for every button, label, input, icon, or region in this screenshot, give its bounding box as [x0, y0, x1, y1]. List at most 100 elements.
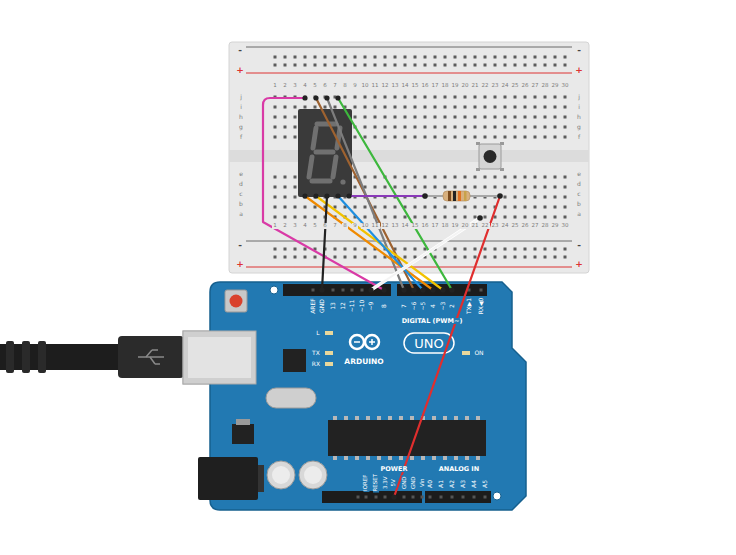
row-letter: f	[577, 134, 581, 140]
row-letter: c	[576, 191, 581, 197]
pin-label: 12	[340, 301, 346, 311]
column-number: 16	[421, 223, 430, 229]
column-number: 23	[491, 223, 500, 229]
column-number: 24	[501, 223, 510, 229]
column-number: 15	[411, 223, 420, 229]
board-label: DIGITAL (PWM~)	[401, 318, 464, 325]
pin-label: 3.3V	[382, 476, 388, 491]
column-number: 4	[302, 83, 308, 89]
pin-label: GND	[319, 298, 325, 314]
column-number: 21	[471, 223, 480, 229]
pin-label: 4	[430, 303, 436, 309]
row-letter: i	[239, 104, 243, 110]
column-number: 9	[352, 83, 358, 89]
rail-sign: -	[576, 241, 582, 250]
column-number: 18	[441, 83, 450, 89]
row-letter: f	[239, 134, 243, 140]
column-number: 28	[541, 83, 550, 89]
column-number: 23	[491, 83, 500, 89]
pin-label: A1	[438, 479, 444, 489]
column-number: 28	[541, 223, 550, 229]
column-number: 3	[292, 83, 298, 89]
row-letter: h	[238, 114, 244, 120]
rail-sign: +	[574, 260, 584, 269]
column-number: 18	[441, 223, 450, 229]
column-number: 4	[302, 223, 308, 229]
row-letter: i	[577, 104, 581, 110]
row-letter: d	[238, 181, 244, 187]
pin-label: 7	[401, 303, 407, 309]
row-letter: b	[576, 201, 582, 207]
pin-label: A4	[471, 479, 477, 489]
column-number: 30	[561, 223, 570, 229]
column-number: 30	[561, 83, 570, 89]
column-number: 5	[312, 223, 318, 229]
board-label: RX	[311, 361, 321, 367]
column-number: 13	[391, 83, 400, 89]
pin-label: ~5	[420, 301, 426, 312]
row-letter: d	[576, 181, 582, 187]
column-number: 7	[332, 83, 338, 89]
board-label: ARDUINO	[343, 358, 384, 366]
column-number: 14	[401, 223, 410, 229]
row-letter: c	[238, 191, 243, 197]
rail-sign: +	[574, 66, 584, 75]
pin-label: IOREF	[363, 474, 369, 492]
pin-label: Vin	[419, 478, 425, 489]
column-number: 7	[332, 223, 338, 229]
pin-label: GND	[410, 476, 416, 491]
pin-label: TX▶1	[466, 297, 472, 315]
column-number: 20	[461, 83, 470, 89]
pin-label: 2	[449, 303, 455, 309]
column-number: 17	[431, 223, 440, 229]
column-number: 2	[282, 223, 288, 229]
row-letter: e	[238, 171, 244, 177]
pin-label: A2	[449, 479, 455, 489]
column-number: 22	[481, 83, 490, 89]
board-label: L	[315, 330, 320, 336]
row-letter: h	[576, 114, 582, 120]
column-number: 25	[511, 223, 520, 229]
pin-label: 5V	[391, 478, 397, 487]
column-number: 12	[381, 83, 390, 89]
row-letter: g	[576, 124, 582, 130]
pin-label: 8	[381, 303, 387, 309]
pin-label: ~6	[411, 301, 417, 312]
column-number: 29	[551, 223, 560, 229]
pin-label: A0	[427, 479, 433, 489]
pin-label: GND	[401, 476, 407, 491]
column-number: 25	[511, 83, 520, 89]
column-number: 27	[531, 83, 540, 89]
rail-sign: -	[237, 241, 243, 250]
column-number: 8	[342, 83, 348, 89]
pin-label: AREF	[310, 297, 316, 315]
row-letter: j	[577, 94, 581, 100]
column-number: 2	[282, 83, 288, 89]
column-number: 3	[292, 223, 298, 229]
row-letter: g	[238, 124, 244, 130]
arduino-uno-board	[183, 282, 526, 510]
column-number: 10	[361, 83, 370, 89]
column-number: 12	[381, 223, 390, 229]
rail-sign: +	[235, 66, 245, 75]
column-number: 6	[322, 83, 328, 89]
pin-label: RX◀0	[478, 297, 484, 316]
column-number: 9	[352, 223, 358, 229]
board-label: POWER	[380, 466, 409, 473]
row-letter: e	[576, 171, 582, 177]
column-number: 13	[391, 223, 400, 229]
column-number: 17	[431, 83, 440, 89]
jumper-wires	[263, 98, 500, 497]
column-number: 11	[371, 83, 380, 89]
board-label: ON	[473, 350, 484, 356]
column-number: 1	[272, 223, 278, 229]
column-number: 22	[481, 223, 490, 229]
column-number: 19	[451, 83, 460, 89]
column-number: 20	[461, 223, 470, 229]
column-number: 8	[342, 223, 348, 229]
column-number: 1	[272, 83, 278, 89]
column-number: 16	[421, 83, 430, 89]
pin-label: ~9	[368, 301, 374, 312]
row-letter: b	[238, 201, 244, 207]
column-number: 24	[501, 83, 510, 89]
